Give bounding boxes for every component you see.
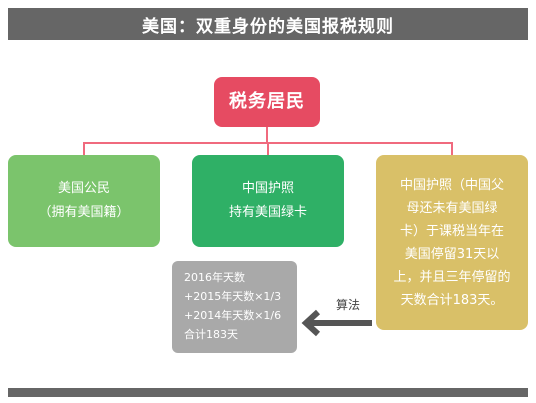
calculation-box: 2016年天数 +2015年天数×1/3 +2014年天数×1/6 合计183天 xyxy=(172,261,297,353)
calc-line-1: 2016年天数 xyxy=(184,271,245,284)
tax-resident-label: 税务居民 xyxy=(229,91,305,112)
presence-line-3: 卡）于课税当年在 xyxy=(399,223,504,239)
green-card-line2: 持有美国绿卡 xyxy=(228,205,307,220)
presence-line-5: 上，并且三年停留的 xyxy=(393,269,511,285)
us-citizen-line1: 美国公民 xyxy=(57,181,110,196)
presence-line-1: 中国护照（中国父 xyxy=(399,177,504,193)
tax-resident-node: 税务居民 xyxy=(214,77,320,127)
us-citizen-line2: （拥有美国籍） xyxy=(38,205,130,220)
presence-line-2: 母还未有美国绿 xyxy=(406,200,498,216)
connector-root-stem xyxy=(266,127,268,143)
presence-line-4: 美国停留31天以 xyxy=(404,246,500,262)
us-citizen-node: 美国公民 （拥有美国籍） xyxy=(8,155,160,247)
presence-line-6: 天数合计183天。 xyxy=(400,292,504,308)
substantial-presence-node: 中国护照（中国父 母还未有美国绿 卡）于课税当年在 美国停留31天以 上，并且三… xyxy=(376,155,528,330)
connector-middle xyxy=(267,142,269,155)
connector-right xyxy=(451,142,453,155)
calc-line-4: 合计183天 xyxy=(184,328,238,341)
page-title: 美国：双重身份的美国报税规则 xyxy=(8,8,528,40)
connector-left xyxy=(83,142,85,155)
algorithm-label: 算法 xyxy=(336,298,361,312)
calc-line-3: +2014年天数×1/6 xyxy=(184,309,282,322)
footer-divider xyxy=(8,388,528,397)
left-arrow-icon xyxy=(301,309,372,337)
calc-line-2: +2015年天数×1/3 xyxy=(184,290,282,303)
green-card-line1: 中国护照 xyxy=(241,181,294,196)
green-card-node: 中国护照 持有美国绿卡 xyxy=(192,155,344,247)
